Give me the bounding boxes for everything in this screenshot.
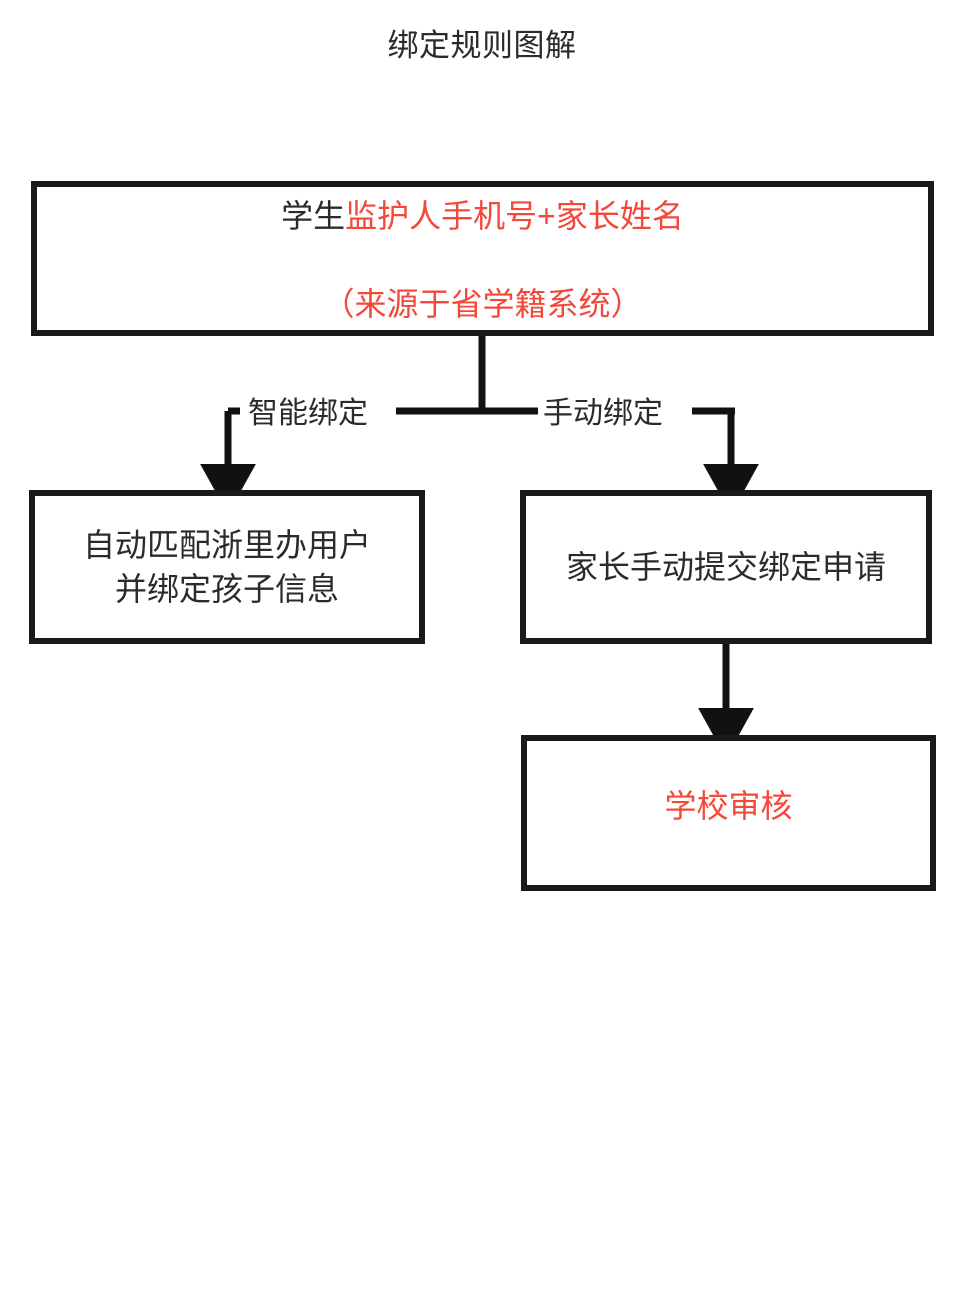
node-manual-apply-text: 家长手动提交绑定申请 — [565, 549, 886, 585]
node-source-line-2: （来源于省学籍系统） — [322, 285, 643, 322]
node-student-guardian-source-text: 学生监护人手机号+家长姓名 （来源于省学籍系统） — [271, 150, 694, 370]
node-manual-apply: 家长手动提交绑定申请 — [520, 490, 932, 644]
node-school-review: 学校审核 — [521, 735, 936, 891]
node-school-review-text: 学校审核 — [664, 788, 793, 824]
page-title: 绑定规则图解 — [387, 28, 577, 63]
node-source-line-1-highlight: 监护人手机号+家长姓名 — [345, 197, 684, 234]
node-student-guardian-source: 学生监护人手机号+家长姓名 （来源于省学籍系统） — [31, 181, 934, 336]
node-auto-match: 自动匹配浙里办用户 并绑定孩子信息 — [29, 490, 425, 644]
node-auto-match-text: 自动匹配浙里办用户 并绑定孩子信息 — [82, 527, 371, 607]
edge-label-smart-binding: 智能绑定 — [248, 397, 368, 430]
node-source-line-1-prefix: 学生 — [281, 197, 346, 234]
node-source-line-1: 学生监护人手机号+家长姓名 — [281, 194, 684, 238]
edge-label-manual-binding: 手动绑定 — [543, 397, 663, 430]
